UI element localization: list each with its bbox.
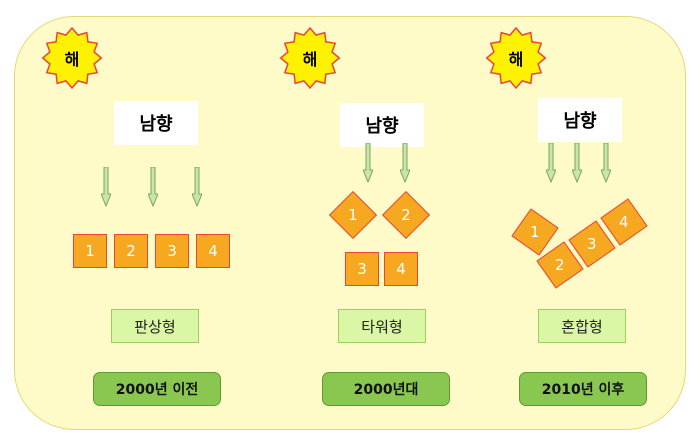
unit-box-number: 2 <box>555 256 565 275</box>
unit-box-number: 1 <box>348 205 358 224</box>
sun-label: 해 <box>64 50 80 69</box>
down-arrow-icon <box>192 167 202 207</box>
down-arrow-icon <box>148 167 158 207</box>
unit-box-number: 3 <box>587 235 597 254</box>
type-label-tower: 타워형 <box>338 309 426 343</box>
down-arrow-icon <box>546 143 556 183</box>
unit-box-1: 1 <box>73 234 107 268</box>
unit-box-number: 1 <box>530 222 540 241</box>
sun-icon-mixed: 해 <box>484 26 548 90</box>
south-facing-label: 남향 <box>538 98 622 142</box>
unit-box-3: 3 <box>155 234 189 268</box>
south-facing-label: 남향 <box>114 101 198 145</box>
down-arrow-icon <box>101 167 111 207</box>
sun-label: 해 <box>302 50 318 69</box>
era-label-mixed: 2010년 이후 <box>519 372 647 406</box>
down-arrow-icon <box>363 143 373 183</box>
type-label-flat: 판상형 <box>111 309 199 343</box>
era-label-flat: 2000년 이전 <box>93 372 221 406</box>
type-label-mixed: 혼합형 <box>538 309 626 343</box>
unit-box-4: 4 <box>384 252 418 286</box>
sun-icon-tower: 해 <box>278 26 342 90</box>
unit-box-3: 3 <box>345 252 379 286</box>
down-arrow-icon <box>400 143 410 183</box>
sun-label: 해 <box>508 50 524 69</box>
era-label-tower: 2000년대 <box>322 372 450 406</box>
unit-box-number: 4 <box>619 213 629 232</box>
down-arrow-icon <box>572 143 582 183</box>
unit-box-4: 4 <box>196 234 230 268</box>
down-arrow-icon <box>601 143 611 183</box>
unit-box-2: 2 <box>114 234 148 268</box>
sun-icon-flat: 해 <box>40 26 104 90</box>
south-facing-label: 남향 <box>340 103 424 147</box>
unit-box-number: 2 <box>401 205 411 224</box>
